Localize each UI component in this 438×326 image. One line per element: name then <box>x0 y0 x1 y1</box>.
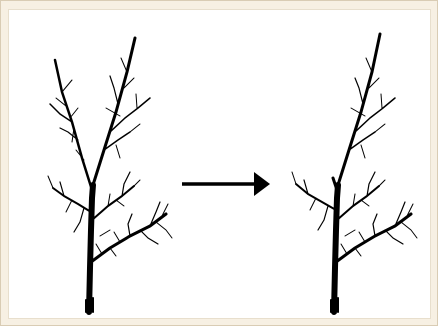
right-arrow-icon <box>182 172 270 196</box>
pruned-tree-icon <box>292 34 417 312</box>
unpruned-tree-icon <box>48 38 172 312</box>
